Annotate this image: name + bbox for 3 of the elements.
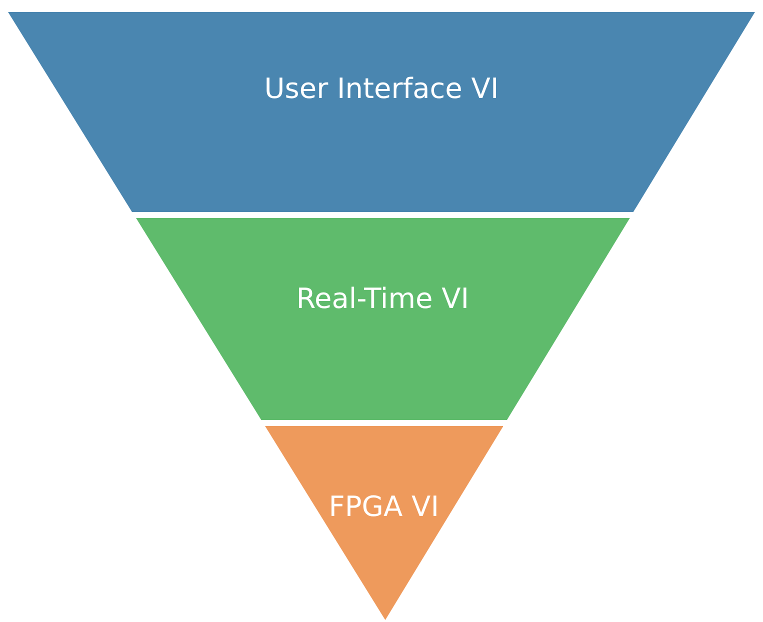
band-label: User Interface VI <box>264 72 499 105</box>
band-label: FPGA VI <box>328 490 439 523</box>
band-label: Real-Time VI <box>296 282 470 315</box>
